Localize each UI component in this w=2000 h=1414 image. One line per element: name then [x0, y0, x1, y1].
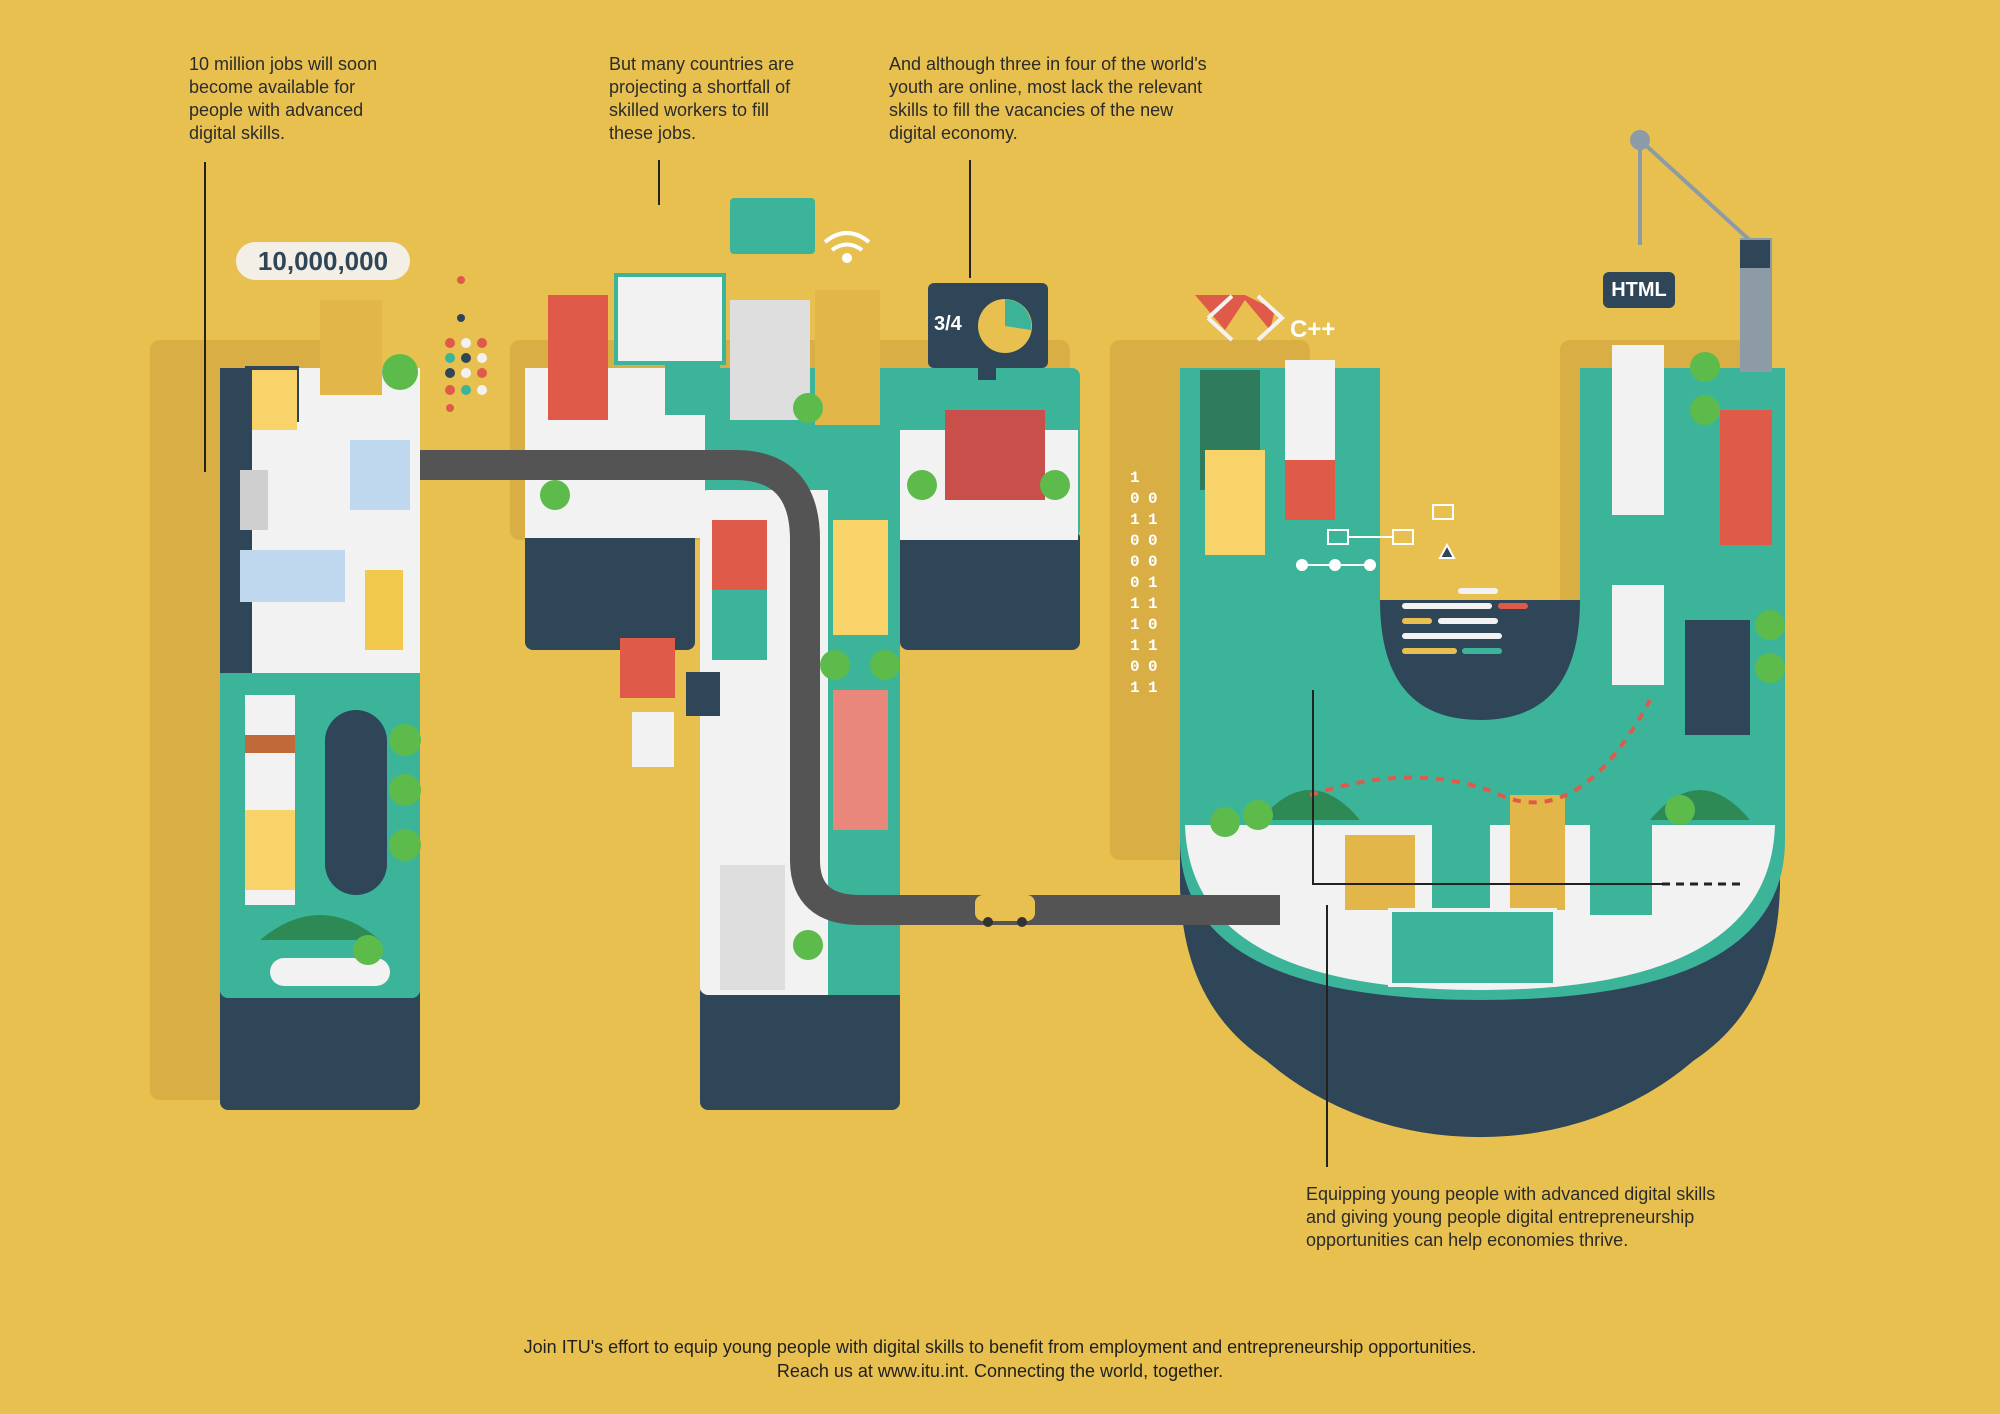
- caption-equipping: Equipping young people with advanced dig…: [1306, 1184, 1716, 1250]
- caption-jobs: 10 million jobs will soon become availab…: [189, 54, 378, 143]
- binary-column-2: 0 1 0 0 1 1 0 1 0 1: [1148, 490, 1158, 697]
- flowchart-icon: [1296, 504, 1456, 571]
- fraction-monitor: [928, 283, 1048, 380]
- letter-i: [220, 300, 421, 1110]
- binary-column-1: 1 0 1 0 0 0 1 1 1 0 1: [1130, 469, 1140, 697]
- caption-youth: And although three in four of the world'…: [889, 54, 1207, 143]
- code-lines: [1402, 588, 1528, 654]
- cpp-label: C++: [1290, 316, 1336, 343]
- jobs-count-badge: 10,000,000: [236, 242, 410, 280]
- leader-line-equipping: [1326, 905, 1328, 1167]
- leader-line-youth: [969, 160, 971, 278]
- caption-shortfall: But many countries are projecting a shor…: [609, 54, 795, 143]
- leader-line-jobs: [204, 162, 206, 472]
- road: [420, 450, 1280, 925]
- fraction-label: 3/4: [934, 313, 962, 335]
- footer-line-2: Reach us at www.itu.int. Connecting the …: [776, 1361, 1224, 1381]
- crane-icon: [1630, 130, 1772, 372]
- car-icon: [975, 885, 1035, 927]
- footer-line-1: Join ITU's effort to equip young people …: [523, 1337, 1477, 1357]
- code-icon: [1195, 294, 1285, 342]
- letter-u: [1180, 345, 1785, 1138]
- leader-line-shortfall: [658, 160, 660, 205]
- wifi-icon: [823, 231, 871, 263]
- decorative-dots: [445, 276, 487, 412]
- html-tag: HTML: [1603, 272, 1675, 308]
